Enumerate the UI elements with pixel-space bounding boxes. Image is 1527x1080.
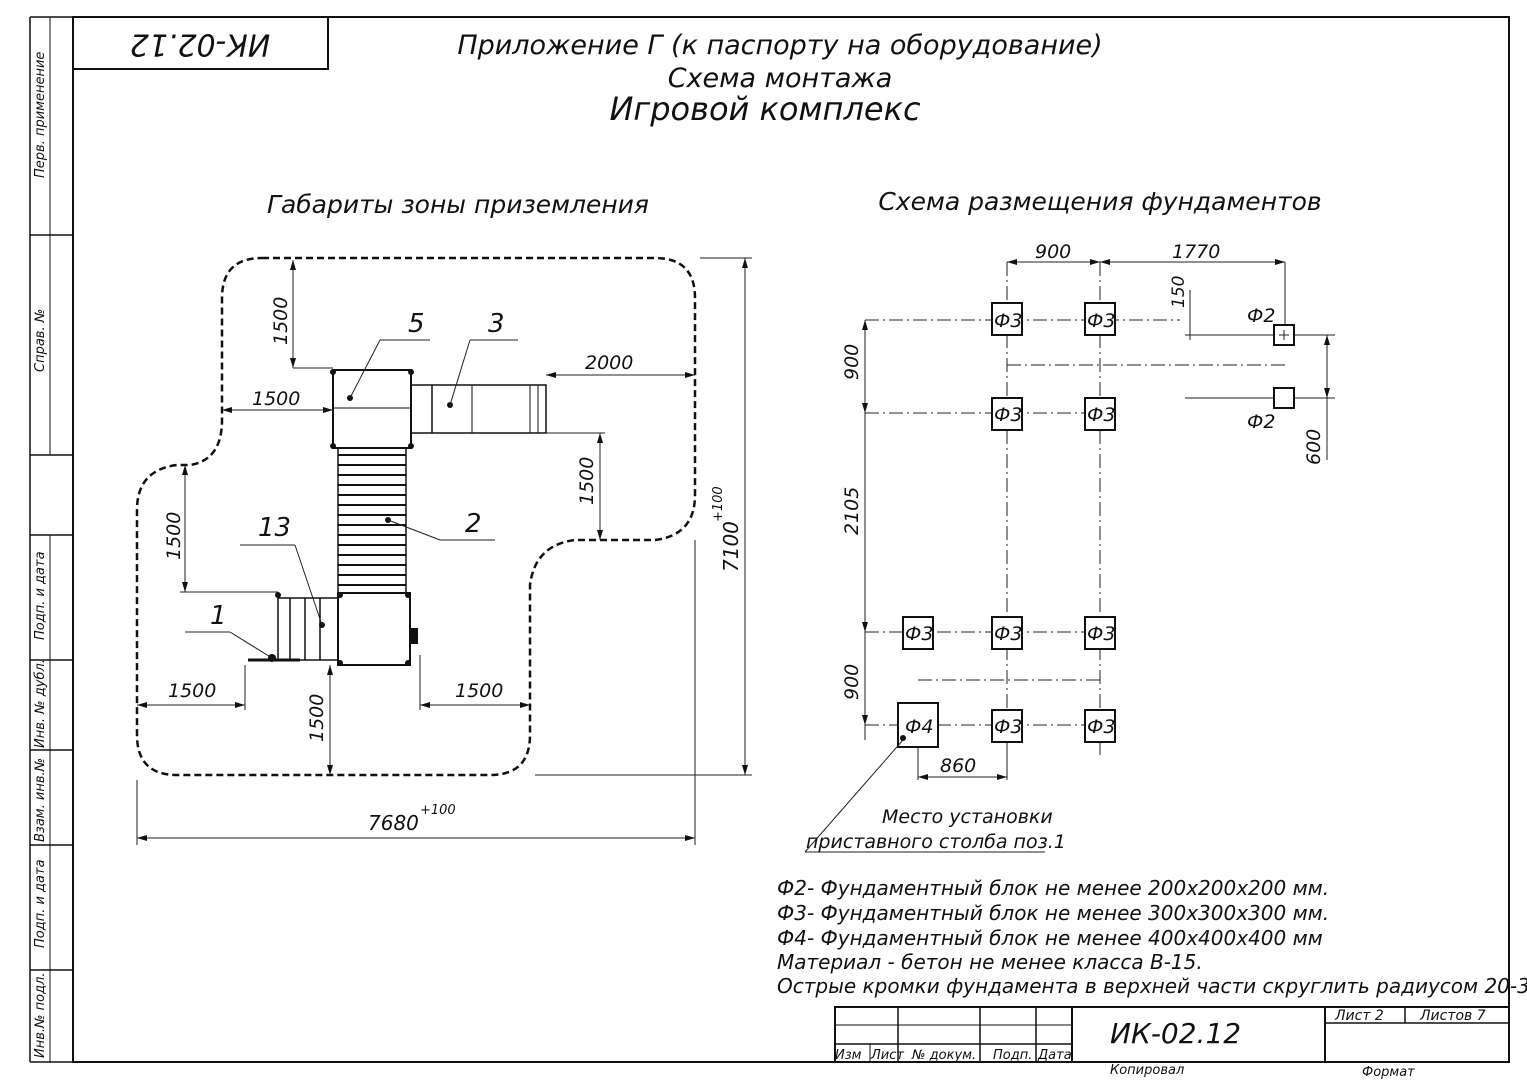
dim-overall-w: 7680 bbox=[368, 811, 419, 835]
title-block bbox=[834, 1006, 1510, 1063]
header-line1: Приложение Г (к паспорту на оборудование… bbox=[457, 30, 1102, 61]
f2-label-1: Ф2 bbox=[1247, 305, 1275, 327]
side-label-inv-dubl: Инв. № дубл. bbox=[33, 659, 48, 748]
f3-label-2: Ф3 bbox=[1087, 310, 1115, 332]
notes-f3: Ф3- Фундаментный блок не менее 300х300х3… bbox=[777, 901, 1329, 925]
note-line2: приставного столба поз.1 bbox=[806, 831, 1066, 853]
side-label-podp1: Подп. и дата bbox=[33, 551, 48, 640]
dim-bl-1500: 1500 bbox=[168, 680, 216, 702]
right-title: Схема размещения фундаментов bbox=[878, 187, 1321, 216]
f3-label-5: Ф3 bbox=[905, 623, 933, 645]
dim-br-1500: 1500 bbox=[455, 680, 503, 702]
notes-edges: Острые кромки фундамента в верхней части… bbox=[777, 974, 1527, 998]
dim-left-1500: 1500 bbox=[252, 388, 300, 410]
f3-label-3: Ф3 bbox=[994, 404, 1022, 426]
left-title: Габариты зоны приземления bbox=[267, 190, 649, 219]
side-label-inv-podl: Инв.№ подл. bbox=[33, 972, 48, 1058]
f3-label-1: Ф3 bbox=[994, 310, 1022, 332]
tb-col-doc: № докум. bbox=[911, 1048, 976, 1063]
dim-900-top: 900 bbox=[1035, 241, 1071, 263]
equipment-plan bbox=[248, 369, 547, 666]
code-box bbox=[72, 16, 329, 70]
tb-code: ИК-02.12 bbox=[1110, 1017, 1241, 1050]
side-label-podp2: Подп. и дата bbox=[33, 859, 48, 948]
f3-label-7: Ф3 bbox=[1087, 623, 1115, 645]
side-strip: Перв. применение Справ. № Подп. и дата И… bbox=[29, 16, 73, 1063]
f4-label: Ф4 bbox=[905, 716, 933, 738]
tb-col-izm: Изм bbox=[835, 1048, 862, 1063]
dim-1770: 1770 bbox=[1172, 241, 1220, 263]
dim-bottom-1500: 1500 bbox=[306, 694, 328, 742]
callout-5: 5 bbox=[408, 309, 425, 339]
dim-overall-h: 7100 bbox=[719, 521, 743, 572]
tb-col-podp: Подп. bbox=[993, 1048, 1032, 1063]
tb-col-data: Дата bbox=[1037, 1048, 1072, 1063]
f3-label-4: Ф3 bbox=[1087, 404, 1115, 426]
sheet-frame bbox=[72, 16, 1510, 1063]
dim-2000: 2000 bbox=[585, 352, 633, 374]
dim-900-bottom: 900 bbox=[841, 664, 863, 700]
callouts bbox=[185, 339, 518, 659]
callout-3: 3 bbox=[488, 309, 505, 339]
f3-label-8: Ф3 bbox=[994, 716, 1022, 738]
f3-label-9: Ф3 bbox=[1087, 716, 1115, 738]
header-line3: Игровой комплекс bbox=[609, 90, 920, 128]
dim-leftv-1500: 1500 bbox=[163, 512, 185, 560]
header-line2: Схема монтажа bbox=[668, 63, 893, 94]
dim-overall-h-tol: +100 bbox=[711, 486, 726, 522]
dim-overall-w-tol: +100 bbox=[420, 803, 456, 818]
dim-2105: 2105 bbox=[841, 487, 863, 535]
side-label-vzam: Взам. инв.№ bbox=[33, 758, 48, 842]
dim-150: 150 bbox=[1169, 276, 1189, 308]
callout-1: 1 bbox=[210, 601, 227, 631]
tb-copied: Копировал bbox=[1110, 1063, 1184, 1078]
side-label-sprav: Справ. № bbox=[33, 309, 48, 372]
callout-13: 13 bbox=[258, 513, 291, 543]
f2-label-2: Ф2 bbox=[1247, 411, 1275, 433]
tb-col-list: Лист bbox=[870, 1048, 904, 1063]
dim-top-1500: 1500 bbox=[270, 297, 292, 345]
tb-sheet: Лист 2 bbox=[1334, 1008, 1384, 1024]
code-top: ИК-02.12 bbox=[130, 27, 270, 62]
left-dimensions bbox=[136, 257, 752, 845]
tb-format: Формат bbox=[1362, 1065, 1415, 1080]
dim-right-1500: 1500 bbox=[576, 457, 598, 505]
dim-860: 860 bbox=[940, 755, 976, 777]
side-label-perv: Перв. применение bbox=[33, 52, 48, 178]
foundation-grid bbox=[804, 259, 1335, 853]
landing-zone-outline bbox=[135, 256, 697, 777]
dim-900-left: 900 bbox=[841, 344, 863, 380]
tb-sheets: Листов 7 bbox=[1419, 1008, 1486, 1024]
notes-material: Материал - бетон не менее класса В-15. bbox=[777, 950, 1203, 974]
notes-f2: Ф2- Фундаментный блок не менее 200х200х2… bbox=[777, 876, 1329, 900]
callout-2: 2 bbox=[465, 509, 482, 539]
f3-label-6: Ф3 bbox=[994, 623, 1022, 645]
dim-600: 600 bbox=[1303, 429, 1325, 465]
note-line1: Место установки bbox=[882, 806, 1053, 828]
notes-f4: Ф4- Фундаментный блок не менее 400х400х4… bbox=[777, 926, 1323, 950]
